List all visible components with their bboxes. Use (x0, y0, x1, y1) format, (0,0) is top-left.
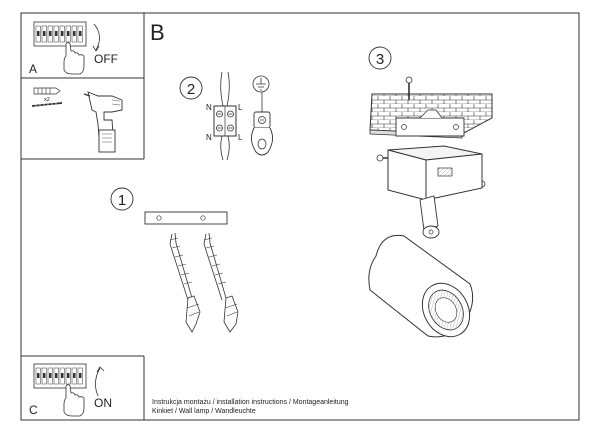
step-3: 3 (368, 46, 493, 338)
fuse-switch-lever (55, 31, 58, 36)
panel-tools: x2 (31, 87, 123, 153)
fuse-switch-lever (55, 373, 58, 378)
panel-a-letter: A (29, 62, 37, 76)
wire-live-top-label: L (238, 103, 243, 112)
rotate-arrow-icon (93, 23, 100, 51)
spot-lamp-icon (368, 234, 474, 338)
rotate-arrow-on-head-icon (96, 366, 105, 373)
wire-neutral-bottom-label: N (206, 133, 212, 142)
step-2-number: 2 (187, 81, 195, 98)
screw-icon (31, 102, 63, 108)
step-3-badge (368, 46, 392, 70)
bolt-top-icon (405, 76, 413, 100)
plug-and-screw-right-icon (203, 232, 239, 333)
wire-neutral-top-label: N (206, 103, 212, 112)
fuse-switch-lever (61, 31, 64, 36)
step-1-badge (110, 187, 134, 211)
fuse-box-icon (33, 21, 87, 47)
wire-live-bottom-label: L (238, 133, 243, 142)
fuse-switch-lever (37, 373, 40, 378)
panel-a: A OFF (29, 21, 118, 76)
footer-title-line: Instrukcja montażu / installation instru… (152, 399, 349, 406)
earth-terminal-icon (251, 92, 273, 156)
rotate-arrow-on-icon (95, 367, 101, 397)
fuse-box-on-icon (33, 363, 87, 389)
fuse-switch-lever (73, 373, 76, 378)
plug-and-screw-left-icon (169, 232, 201, 333)
mounting-bracket-icon (395, 109, 465, 137)
arm-joint-icon (419, 195, 440, 239)
panel-b-letter: B (150, 20, 165, 45)
fuse-switch-lever (67, 373, 70, 378)
step-3-number: 3 (376, 51, 384, 68)
switch-off-label: OFF (94, 52, 118, 66)
terminal-block-icon (213, 71, 237, 161)
fuse-switch-lever (67, 31, 70, 36)
step-1-number: 1 (118, 192, 126, 209)
fuse-switch-lever (49, 373, 52, 378)
step-2-badge (179, 76, 203, 100)
hand-pointer-on-icon (63, 384, 85, 417)
fuse-switch-lever (61, 373, 64, 378)
drill-icon (83, 91, 123, 153)
outer-frame (20, 12, 580, 421)
canopy-box-icon (387, 145, 483, 201)
footer-product-line: Kinkiet / Wall lamp / Wandleuchte (152, 408, 256, 415)
mounting-bar-icon (144, 211, 228, 225)
step-1: 1 (110, 187, 239, 333)
earth-symbol-icon (252, 75, 270, 93)
wall-plug-icon (33, 87, 61, 95)
quantity-label: x2 (44, 97, 50, 103)
rotate-arrow-head-icon (92, 45, 100, 52)
fuse-switch-lever (43, 373, 46, 378)
panel-c: C ON (29, 363, 112, 417)
fuse-switch-lever (79, 31, 82, 36)
fuse-switch-lever (73, 31, 76, 36)
fuse-switch-lever (43, 31, 46, 36)
fuse-switch-lever (79, 373, 82, 378)
switch-on-label: ON (94, 396, 112, 410)
fuse-switch-lever (49, 31, 52, 36)
step-2: 2 N L N L (179, 71, 273, 161)
hand-pointer-icon (63, 42, 85, 75)
fuse-switch-lever (37, 31, 40, 36)
panel-c-letter: C (29, 403, 38, 417)
